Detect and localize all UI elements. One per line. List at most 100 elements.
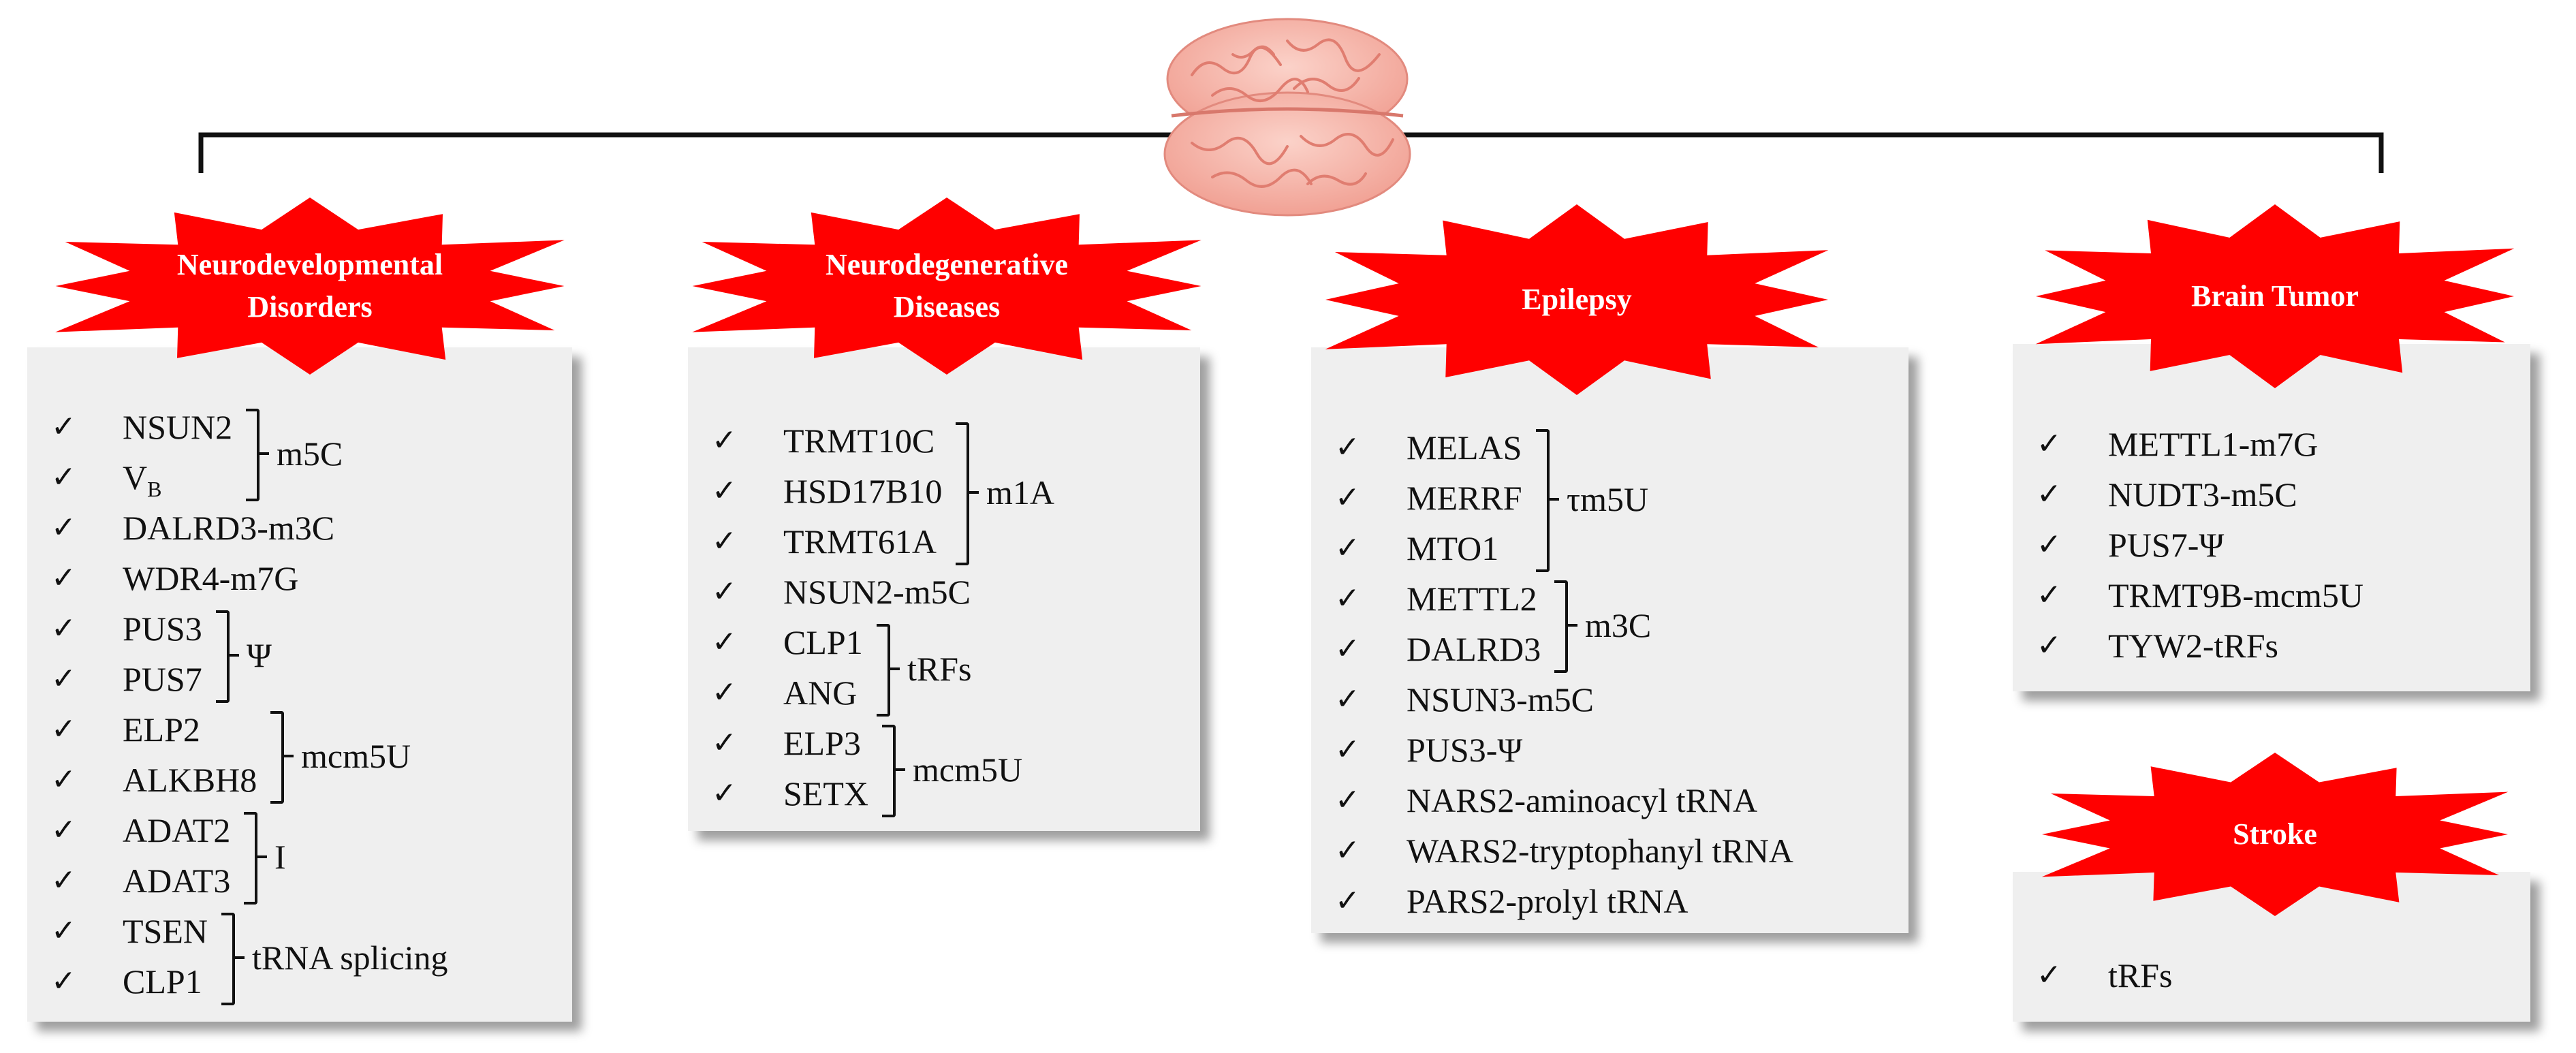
- brain-icon: [1163, 18, 1411, 217]
- item-label: NARS2-aminoacyl tRNA: [1407, 781, 1758, 819]
- starburst-path: [2041, 753, 2509, 916]
- check-icon: ✓: [51, 661, 76, 696]
- group-brace-tick: [896, 768, 905, 771]
- item-label: PUS7-Ψ: [2108, 526, 2225, 564]
- item-label: TRMT9B-mcm5U: [2108, 576, 2363, 614]
- group-brace: [877, 624, 890, 717]
- item-label: ANG: [783, 674, 858, 712]
- group-brace-tick: [1568, 624, 1577, 627]
- item-label: SETX: [783, 774, 868, 813]
- category-title-epilepsy: Epilepsy: [1522, 283, 1632, 316]
- check-icon: ✓: [51, 460, 76, 494]
- check-icon: ✓: [1335, 631, 1360, 666]
- group-brace: [216, 610, 230, 703]
- group-label: m3C: [1585, 606, 1652, 644]
- item-label: ALKBH8: [123, 761, 257, 799]
- group-brace-tick: [230, 654, 239, 657]
- item-label: PARS2-prolyl tRNA: [1407, 882, 1688, 920]
- group-brace: [956, 422, 969, 565]
- item-label: TRMT10C: [783, 422, 935, 460]
- check-icon: ✓: [712, 725, 737, 760]
- check-icon: ✓: [1335, 682, 1360, 717]
- group-brace: [221, 913, 235, 1005]
- check-icon: ✓: [1335, 883, 1360, 918]
- group-brace: [244, 812, 257, 905]
- panel-epilepsy: [1311, 347, 1909, 933]
- item-label: CLP1: [123, 962, 202, 1001]
- group-label: τm5U: [1567, 480, 1649, 518]
- group-brace: [1554, 580, 1568, 673]
- check-icon: ✓: [712, 675, 737, 710]
- item-label: MTO1: [1407, 529, 1499, 567]
- panel-brain-tumor: [2013, 344, 2530, 691]
- starburst-path: [692, 198, 1201, 375]
- check-icon: ✓: [1335, 732, 1360, 767]
- item-label: NSUN3-m5C: [1407, 680, 1595, 719]
- check-icon: ✓: [51, 863, 76, 898]
- burst-neurodegenerative: Neurodegenerative Diseases: [664, 198, 1229, 375]
- check-icon: ✓: [2037, 426, 2062, 461]
- check-icon: ✓: [51, 409, 76, 444]
- starburst-shape: [55, 198, 565, 375]
- group-brace-tick: [257, 855, 267, 858]
- item-label: NSUN2: [123, 408, 233, 446]
- starburst-path: [2035, 204, 2515, 388]
- item-label: MERRF: [1407, 479, 1522, 517]
- group-brace: [270, 711, 284, 804]
- item-label: MELAS: [1407, 428, 1522, 467]
- check-icon: ✓: [51, 964, 76, 999]
- category-title-neurodevelopmental: Neurodevelopmental Disorders: [176, 248, 443, 324]
- check-icon: ✓: [712, 423, 737, 458]
- item-label: VB: [123, 458, 162, 501]
- item-label: DALRD3-m3C: [123, 509, 335, 547]
- check-icon: ✓: [712, 776, 737, 811]
- check-icon: ✓: [1335, 531, 1360, 565]
- check-icon: ✓: [51, 611, 76, 646]
- item-label: ELP2: [123, 710, 200, 749]
- item-label: ELP3: [783, 724, 861, 762]
- group-label: m1A: [986, 473, 1054, 512]
- item-subscript: B: [147, 477, 162, 501]
- group-label: mcm5U: [913, 751, 1023, 789]
- check-icon: ✓: [712, 473, 737, 508]
- group-brace: [882, 725, 896, 817]
- item-label: TRMT61A: [783, 522, 937, 561]
- item-label: NUDT3-m5C: [2108, 475, 2297, 514]
- starburst-path: [55, 198, 565, 375]
- check-icon: ✓: [51, 510, 76, 545]
- check-icon: ✓: [51, 762, 76, 797]
- group-brace-tick: [890, 667, 900, 670]
- item-label: TSEN: [123, 912, 208, 950]
- item-label: METTL1-m7G: [2108, 425, 2319, 463]
- check-icon: ✓: [51, 561, 76, 595]
- check-icon: ✓: [51, 913, 76, 948]
- item-label: METTL2: [1407, 580, 1537, 618]
- group-brace-tick: [235, 956, 245, 959]
- item-label: PUS3-Ψ: [1407, 731, 1523, 769]
- check-icon: ✓: [712, 625, 737, 659]
- panel-neurodegenerative: [688, 347, 1200, 831]
- item-label: WARS2-tryptophanyl tRNA: [1407, 832, 1794, 870]
- starburst-shape: [2041, 753, 2509, 916]
- check-icon: ✓: [1335, 581, 1360, 616]
- item-label: PUS7: [123, 660, 202, 698]
- starburst-shape: [692, 198, 1201, 375]
- check-icon: ✓: [712, 524, 737, 559]
- check-icon: ✓: [2037, 477, 2062, 512]
- group-brace-tick: [1550, 498, 1559, 501]
- group-brace-tick: [969, 491, 979, 494]
- check-icon: ✓: [2037, 527, 2062, 562]
- check-icon: ✓: [51, 813, 76, 847]
- group-brace: [1536, 429, 1550, 572]
- check-icon: ✓: [1335, 833, 1360, 868]
- group-label: tRFs: [907, 650, 972, 688]
- item-label: CLP1: [783, 623, 863, 661]
- starburst-path: [1325, 204, 1829, 395]
- check-icon: ✓: [1335, 783, 1360, 817]
- item-label: ADAT2: [123, 811, 231, 849]
- group-label: tRNA splicing: [252, 939, 448, 977]
- check-icon: ✓: [1335, 480, 1360, 515]
- category-title-neurodegenerative: Neurodegenerative Diseases: [826, 248, 1068, 324]
- group-label: Ψ: [247, 636, 272, 674]
- category-title-stroke: Stroke: [2233, 817, 2317, 851]
